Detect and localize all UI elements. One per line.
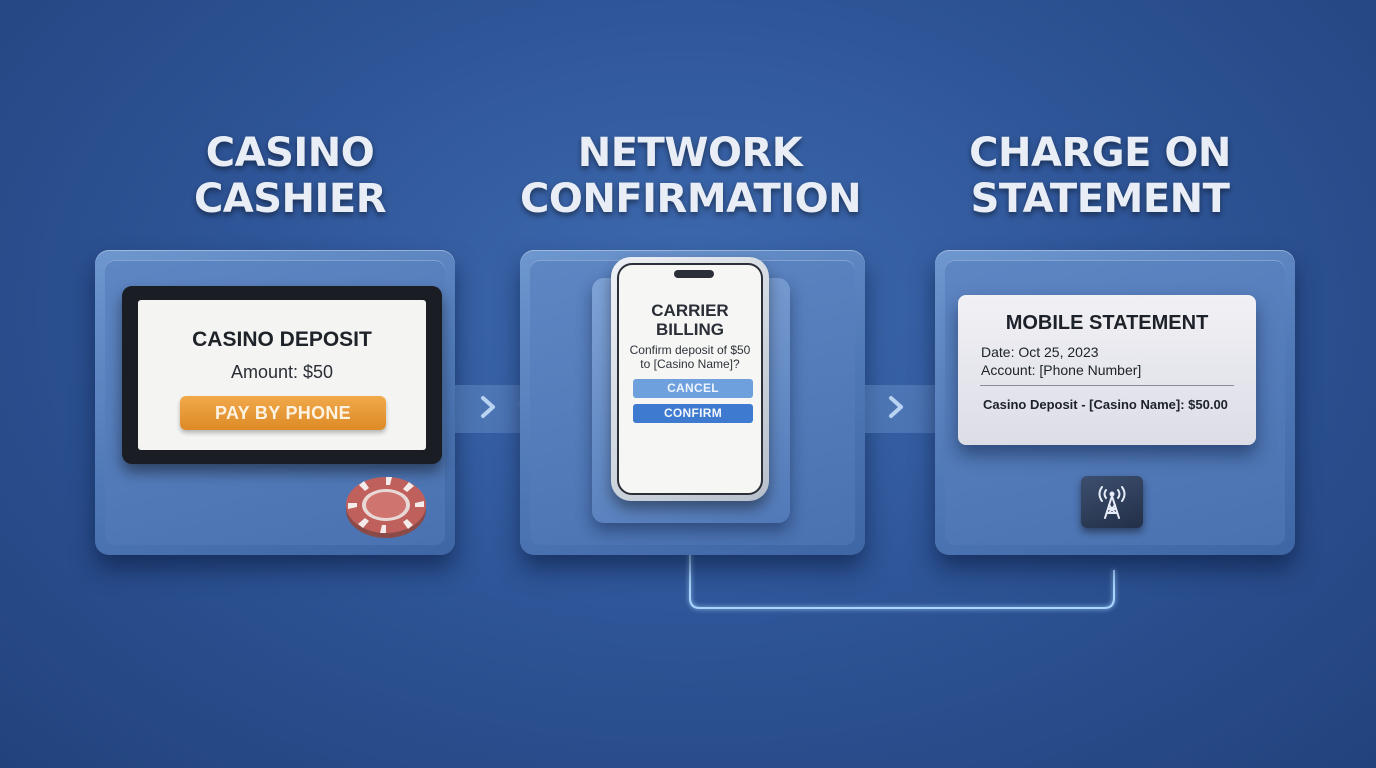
statement-account: Account: [Phone Number] bbox=[981, 362, 1142, 378]
confirm-button[interactable]: CONFIRM bbox=[633, 404, 753, 423]
mobile-statement-card: MOBILE STATEMENT Date: Oct 25, 2023 Acco… bbox=[958, 295, 1256, 445]
phone-notch bbox=[674, 270, 714, 278]
chevron-right-icon bbox=[889, 396, 903, 418]
poker-chip-icon bbox=[346, 477, 426, 538]
stage-title-line: CASINO bbox=[205, 130, 375, 176]
confirm-message: Confirm deposit of $50 to [Casino Name]? bbox=[619, 343, 761, 371]
cancel-button[interactable]: CANCEL bbox=[633, 379, 753, 398]
statement-title: MOBILE STATEMENT bbox=[1005, 312, 1209, 334]
statement-divider bbox=[980, 385, 1234, 386]
stage-title-network-confirmation: NETWORK CONFIRMATION bbox=[520, 130, 862, 222]
statement-date: Date: Oct 25, 2023 bbox=[981, 344, 1099, 360]
casino-deposit-screen: CASINO DEPOSIT Amount: $50 PAY BY PHONE bbox=[138, 300, 426, 450]
connector-bar-left bbox=[455, 385, 520, 433]
carrier-billing-title-line: BILLING bbox=[656, 320, 724, 339]
confirm-message-line: Confirm deposit of $50 bbox=[629, 343, 751, 357]
cell-tower-icon bbox=[1098, 486, 1126, 519]
tablet-device: CASINO DEPOSIT Amount: $50 PAY BY PHONE bbox=[122, 286, 442, 464]
stage-title-charge-on-statement: CHARGE ON STATEMENT bbox=[930, 130, 1270, 222]
stage-title-line: CHARGE ON bbox=[969, 130, 1231, 176]
statement-line-item: Casino Deposit - [Casino Name]: $50.00 bbox=[983, 397, 1228, 412]
carrier-billing-screen: CARRIER BILLING Confirm deposit of $50 t… bbox=[617, 263, 763, 495]
pay-by-phone-button[interactable]: PAY BY PHONE bbox=[180, 396, 386, 430]
stage-title-line: STATEMENT bbox=[970, 176, 1230, 222]
stage-title-line: NETWORK bbox=[577, 130, 803, 176]
carrier-billing-title: CARRIER BILLING bbox=[619, 301, 761, 339]
stage-title-line: CONFIRMATION bbox=[520, 176, 862, 222]
casino-deposit-title: CASINO DEPOSIT bbox=[192, 328, 372, 351]
carrier-billing-title-line: CARRIER bbox=[651, 301, 729, 320]
stage-title-line: CASHIER bbox=[193, 176, 387, 222]
stage-title-casino-cashier: CASINO CASHIER bbox=[130, 130, 450, 222]
smartphone-device: CARRIER BILLING Confirm deposit of $50 t… bbox=[611, 257, 769, 501]
confirm-message-line: to [Casino Name]? bbox=[640, 357, 740, 371]
chevron-right-icon bbox=[481, 396, 495, 418]
deposit-amount: Amount: $50 bbox=[230, 362, 334, 382]
connector-line-bottom bbox=[689, 522, 1115, 609]
cell-tower-tile bbox=[1081, 476, 1143, 528]
